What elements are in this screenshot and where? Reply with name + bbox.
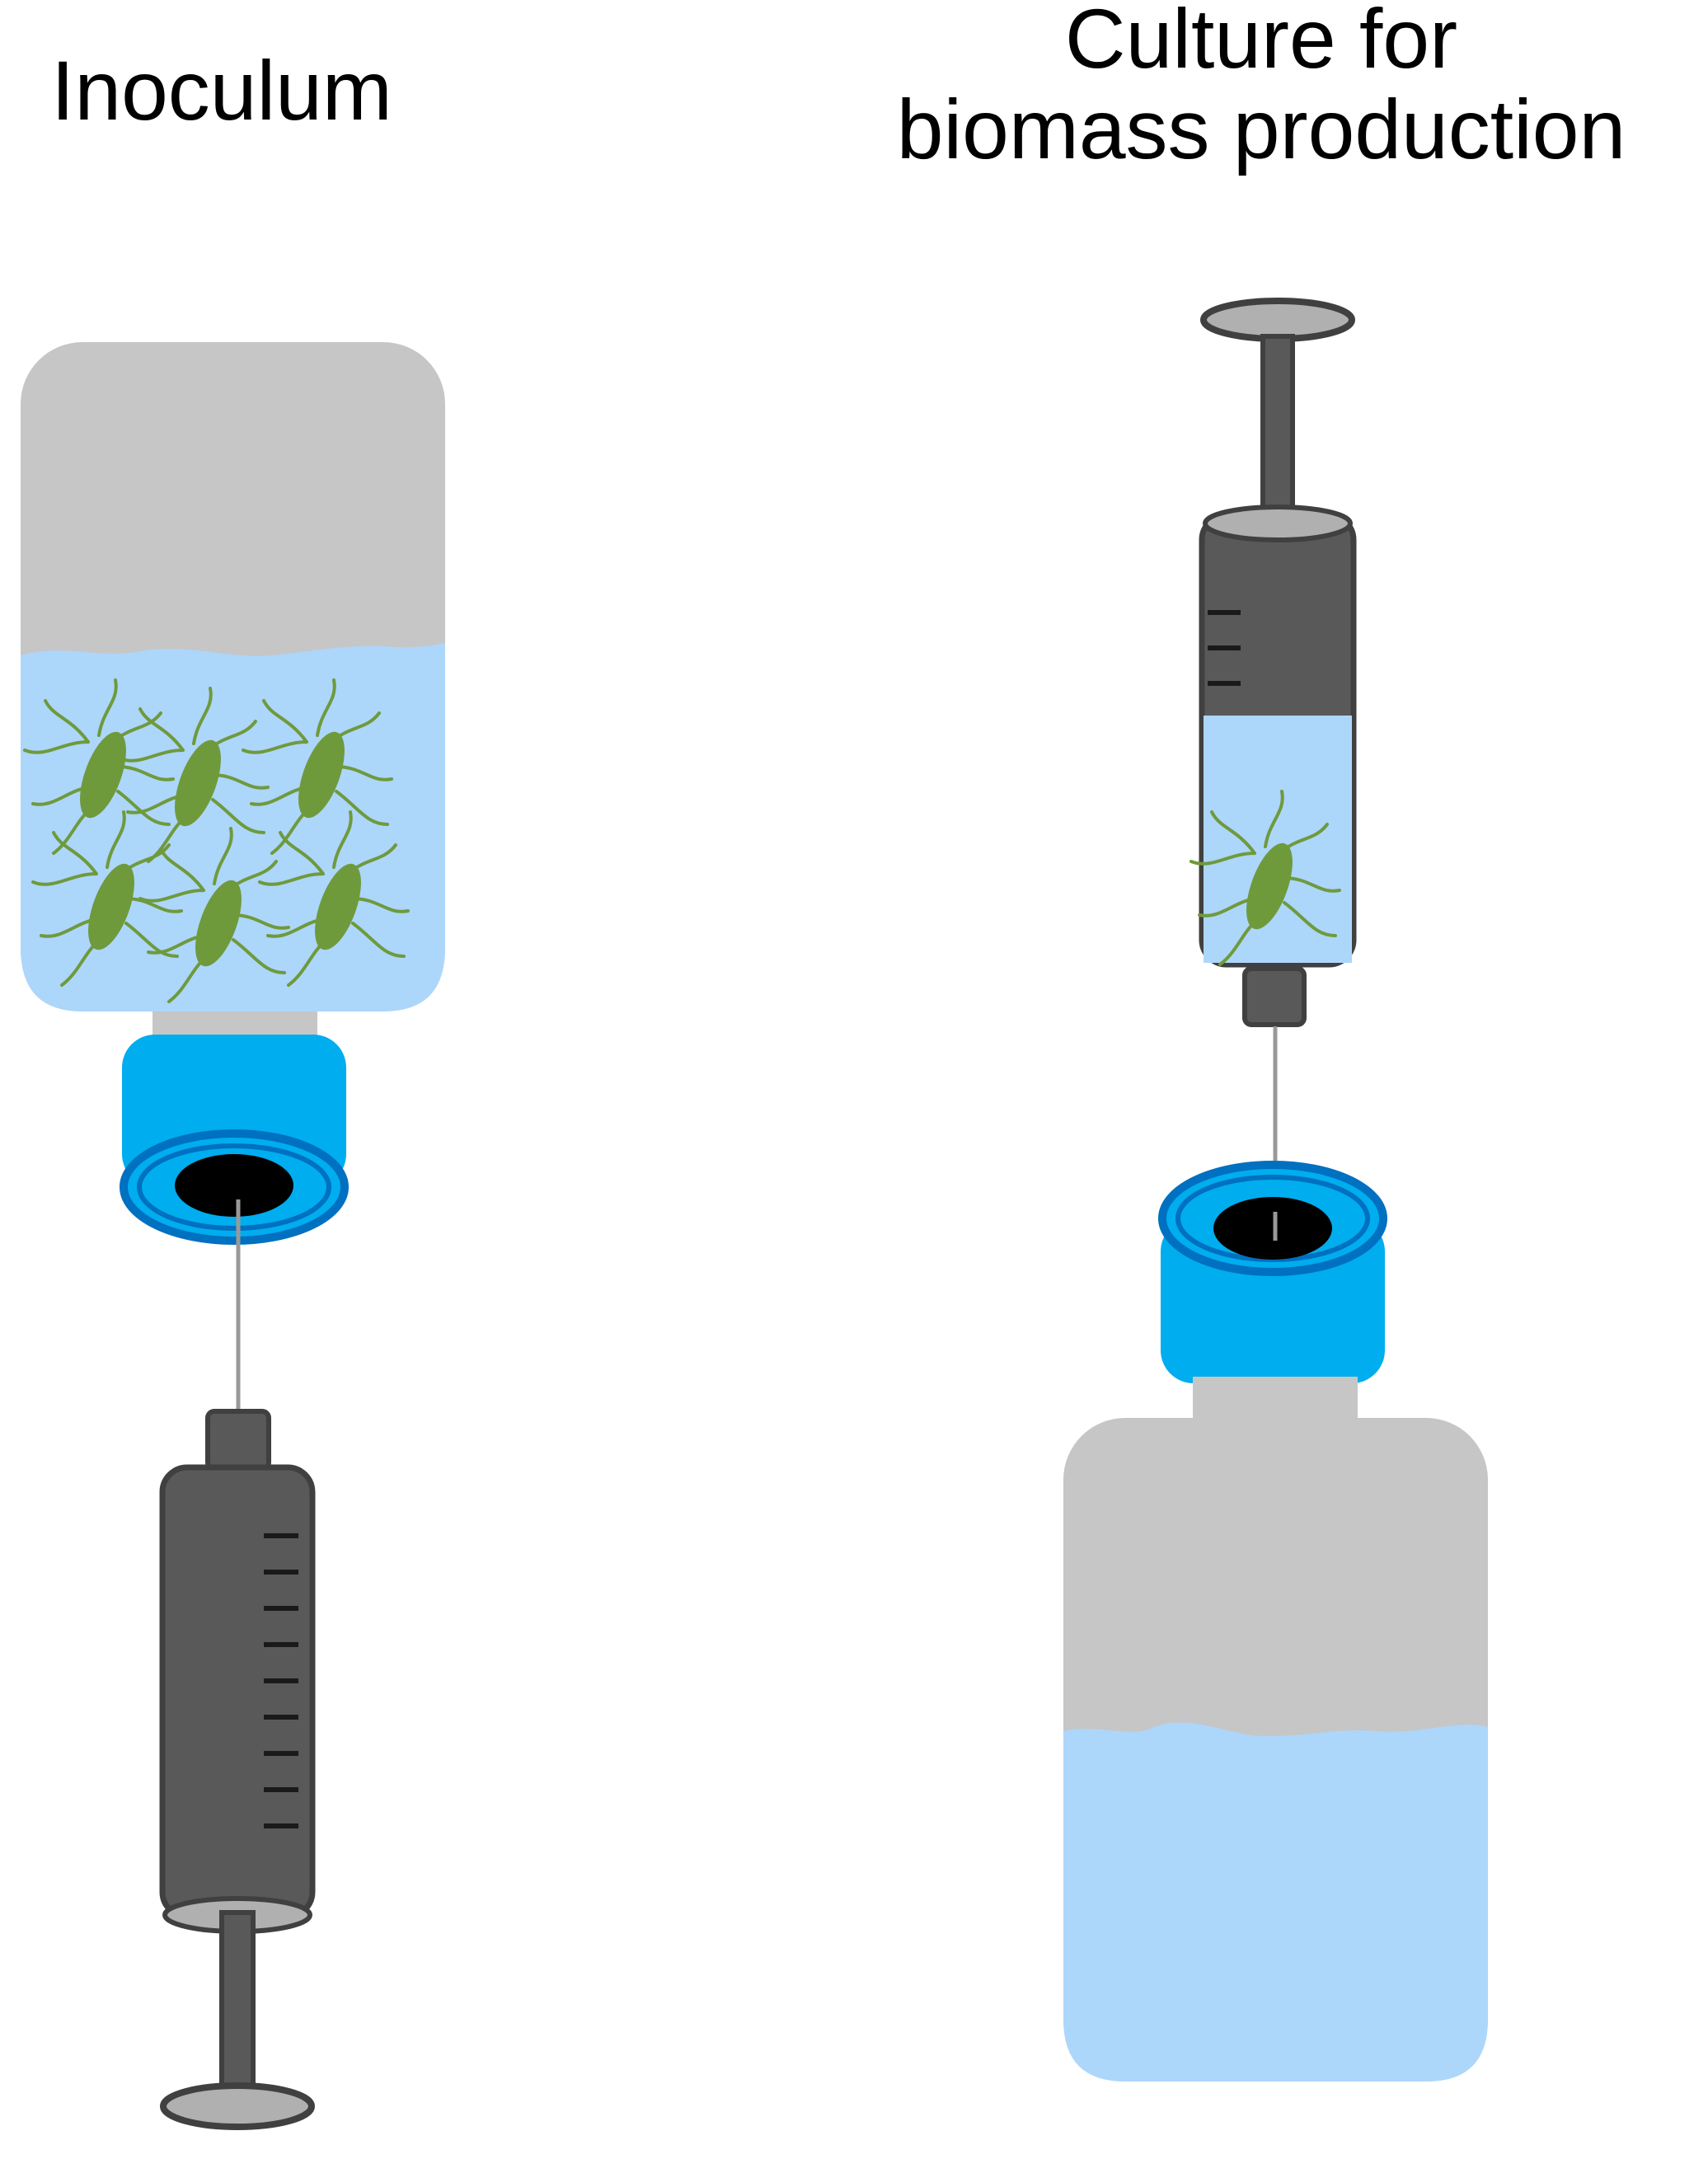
syringe-culture-liquid xyxy=(1204,716,1352,963)
syringe-icon xyxy=(159,1409,316,2130)
syringe-icon xyxy=(1190,298,1357,1027)
growth-medium xyxy=(1063,1722,1488,2082)
culture-label: Culture for biomass production xyxy=(824,0,1698,175)
syringe-tip xyxy=(1242,966,1307,1027)
inoculum-label: Inoculum xyxy=(51,44,392,138)
culture-bottle xyxy=(1063,1377,1488,2082)
septum-hole xyxy=(1213,1197,1332,1260)
culture-label-line1: Culture for xyxy=(1064,0,1458,86)
plunger-thumb-rest xyxy=(1200,298,1355,342)
plunger-rod xyxy=(1260,334,1295,528)
barrel-graduations xyxy=(264,1533,298,1828)
culture-cap xyxy=(1158,1161,1387,1383)
barrel-graduations xyxy=(1208,610,1241,686)
plunger-thumb-rest xyxy=(160,2082,315,2130)
inoculum-cap xyxy=(120,1035,349,1245)
barrel-opening xyxy=(1203,505,1353,542)
syringe-tip xyxy=(205,1409,271,1471)
plunger-rod xyxy=(219,1910,256,2105)
culture-label-line2: biomass production xyxy=(896,82,1626,177)
septum-hole xyxy=(175,1154,293,1217)
inoculum-bottle xyxy=(21,342,445,1039)
